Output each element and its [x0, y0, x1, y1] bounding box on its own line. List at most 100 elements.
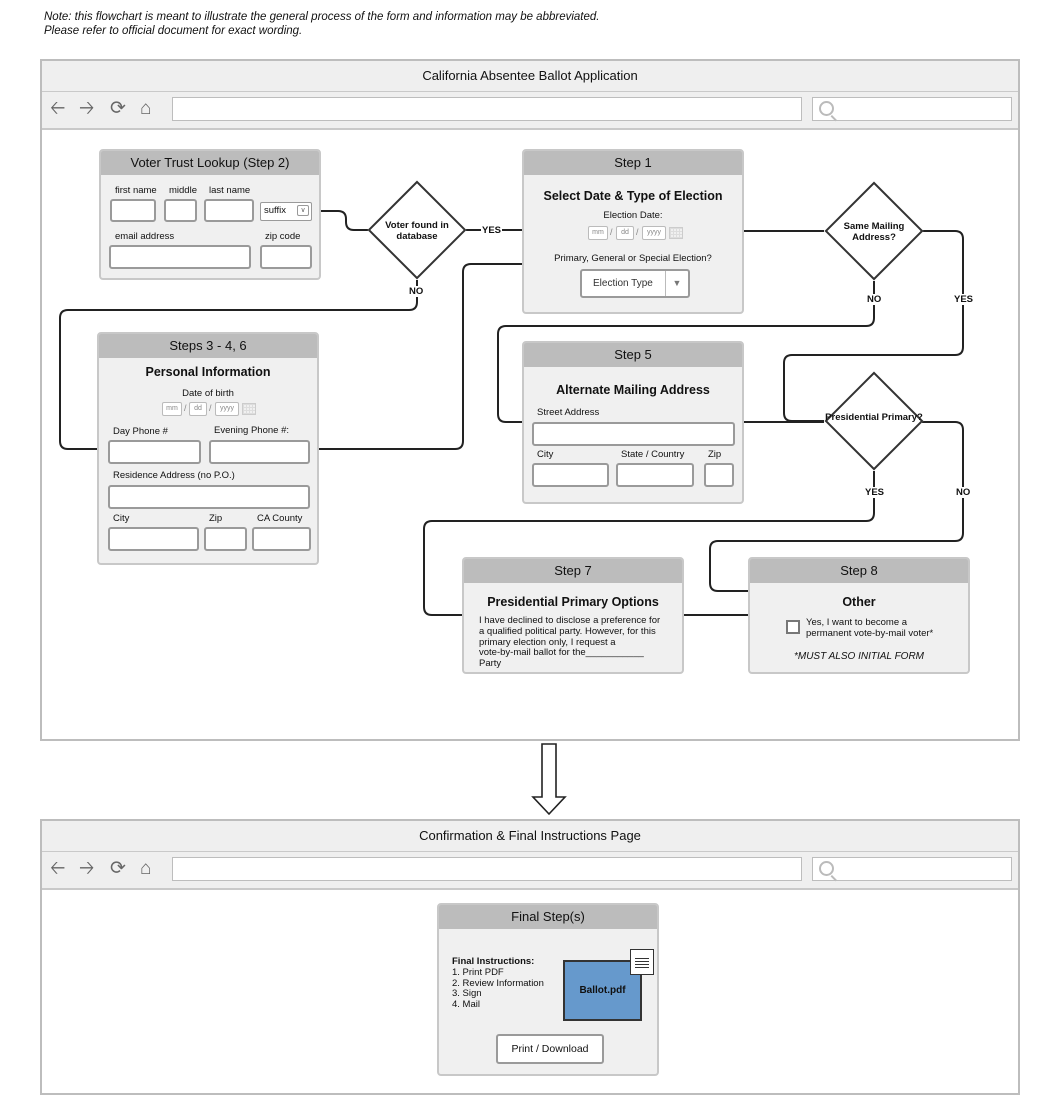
zip-input[interactable]: [260, 245, 312, 269]
presidential-options-text: I have declined to disclose a preference…: [479, 615, 661, 670]
date-separator: /: [610, 227, 613, 237]
window-title: Confirmation & Final Instructions Page: [42, 821, 1018, 852]
city-label: City: [113, 513, 130, 524]
suffix-value: suffix: [264, 205, 287, 216]
card-title: Step 7: [464, 559, 682, 583]
card-voter-lookup: Voter Trust Lookup (Step 2) first name m…: [99, 149, 321, 280]
search-icon: [819, 101, 834, 116]
card-subtitle: Other: [842, 595, 876, 609]
date-day-input[interactable]: dd: [616, 226, 634, 240]
card-step-7: Step 7 Presidential Primary Options I ha…: [462, 557, 684, 674]
residence-input[interactable]: [108, 485, 310, 509]
zip-label: Zip: [209, 513, 223, 524]
home-icon[interactable]: ⌂: [140, 98, 152, 119]
back-arrow-icon[interactable]: 🡠: [50, 98, 66, 119]
instruction-item: 2. Review Information: [452, 977, 544, 989]
card-subtitle: Select Date & Type of Election: [543, 189, 723, 203]
middle-input[interactable]: [164, 199, 197, 222]
email-label: email address: [115, 231, 175, 242]
state-label: State / Country: [621, 449, 685, 460]
final-instructions: Final Instructions: 1. Print PDF 2. Revi…: [452, 956, 544, 1011]
url-bar[interactable]: [172, 97, 802, 121]
url-bar[interactable]: [172, 857, 802, 881]
pdf-file-label: Ballot.pdf: [579, 985, 626, 996]
election-type-label: Primary, General or Special Election?: [554, 253, 712, 264]
election-date-label: Election Date:: [603, 210, 663, 221]
evening-phone-input[interactable]: [209, 440, 310, 464]
county-input[interactable]: [252, 527, 311, 551]
final-instructions-heading: Final Instructions:: [452, 956, 535, 967]
disclaimer-note: Note: this flowchart is meant to illustr…: [44, 11, 600, 37]
reload-icon[interactable]: ⟳: [110, 98, 126, 119]
text-line: I have declined to disclose a preference…: [479, 615, 661, 626]
date-separator: /: [184, 403, 187, 413]
card-step-1: Step 1 Select Date & Type of Election El…: [522, 149, 744, 314]
card-title: Steps 3 - 4, 6: [99, 334, 317, 358]
middle-label: middle: [169, 185, 197, 196]
city-label: City: [537, 449, 554, 460]
day-phone-input[interactable]: [108, 440, 201, 464]
calendar-icon[interactable]: [669, 227, 683, 239]
instruction-item: 3. Sign: [452, 988, 482, 1000]
edge-found-no: NO: [408, 286, 425, 297]
instruction-item: 4. Mail: [452, 999, 480, 1011]
card-subtitle: Personal Information: [145, 365, 271, 379]
text-line: a qualified political party. However, fo…: [479, 625, 656, 637]
card-step-8: Step 8 Other Yes, I want to become a per…: [748, 557, 970, 674]
date-month-input[interactable]: mm: [588, 226, 608, 240]
search-input[interactable]: [812, 857, 1012, 881]
edge-pres-yes: YES: [864, 487, 886, 498]
street-input[interactable]: [532, 422, 735, 446]
dob-month-input[interactable]: mm: [162, 402, 182, 416]
edge-mailing-no: NO: [866, 294, 883, 305]
zip-input[interactable]: [704, 463, 734, 487]
connector-mailing-yes: [783, 230, 964, 422]
email-input[interactable]: [109, 245, 251, 269]
dob-day-input[interactable]: dd: [189, 402, 207, 416]
card-title: Final Step(s): [439, 905, 657, 929]
suffix-select[interactable]: suffix ∨: [260, 202, 312, 221]
residence-label: Residence Address (no P.O.): [113, 470, 235, 481]
permanent-voter-checkbox[interactable]: [786, 620, 800, 634]
forward-arrow-icon[interactable]: 🡢: [79, 98, 95, 119]
city-input[interactable]: [108, 527, 199, 551]
home-icon[interactable]: ⌂: [140, 858, 152, 879]
edge-pres-no: NO: [955, 487, 972, 498]
first-name-label: first name: [115, 185, 157, 196]
decision-voter-found-label: Voter found in database: [385, 220, 449, 242]
card-step-5: Step 5 Alternate Mailing Address Street …: [522, 341, 744, 504]
state-input[interactable]: [616, 463, 694, 487]
card-subtitle: Presidential Primary Options: [487, 595, 659, 609]
text-line: vote-by-mail ballot for the___________: [479, 647, 644, 659]
reload-icon[interactable]: ⟳: [110, 858, 126, 879]
zip-label: Zip: [708, 449, 722, 460]
connector-steps346-to-step1: [318, 263, 523, 450]
decision-presidential-label: Presidential Primary?: [825, 412, 923, 423]
date-year-input[interactable]: yyyy: [642, 226, 666, 240]
search-input[interactable]: [812, 97, 1012, 121]
card-title: Step 1: [524, 151, 742, 175]
street-label: Street Address: [537, 407, 600, 418]
connector-pres-no: [709, 421, 964, 592]
first-name-input[interactable]: [110, 199, 156, 222]
back-arrow-icon[interactable]: 🡠: [50, 858, 66, 879]
last-name-input[interactable]: [204, 199, 254, 222]
must-initial-note: *MUST ALSO INITIAL FORM: [793, 651, 925, 662]
print-download-button[interactable]: Print / Download: [496, 1034, 604, 1064]
text-line: permanent vote-by-mail voter*: [806, 627, 934, 639]
dob-year-input[interactable]: yyyy: [215, 402, 239, 416]
zip-input[interactable]: [204, 527, 247, 551]
pdf-file-icon[interactable]: Ballot.pdf: [563, 960, 642, 1021]
text-line: Party: [479, 658, 502, 670]
city-input[interactable]: [532, 463, 609, 487]
decision-same-mailing-label: Same Mailing Address?: [843, 221, 905, 243]
card-final-steps: Final Step(s) Final Instructions: 1. Pri…: [437, 903, 659, 1076]
calendar-icon[interactable]: [242, 403, 256, 415]
date-separator: /: [636, 227, 639, 237]
forward-arrow-icon[interactable]: 🡢: [79, 858, 95, 879]
election-type-select[interactable]: Election Type ▼: [580, 269, 690, 298]
card-subtitle: Alternate Mailing Address: [556, 383, 710, 397]
connector-pres-yes: [423, 471, 875, 616]
window-title: California Absentee Ballot Application: [42, 61, 1018, 92]
